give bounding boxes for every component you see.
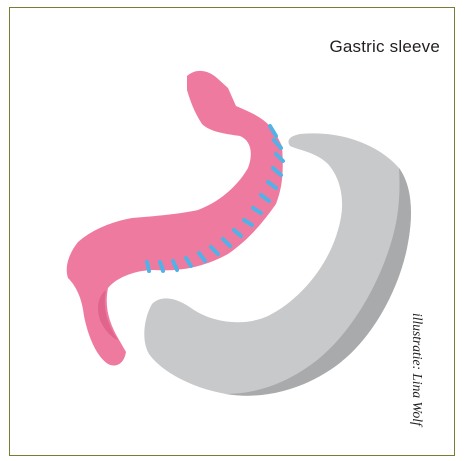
figure-frame: Gastric sleeve illustratie: Lina Wolf xyxy=(9,7,455,456)
illustration-credit: illustratie: Lina Wolf xyxy=(405,313,425,456)
gastric-sleeve-illustration xyxy=(10,8,455,456)
figure-title: Gastric sleeve xyxy=(329,37,440,57)
